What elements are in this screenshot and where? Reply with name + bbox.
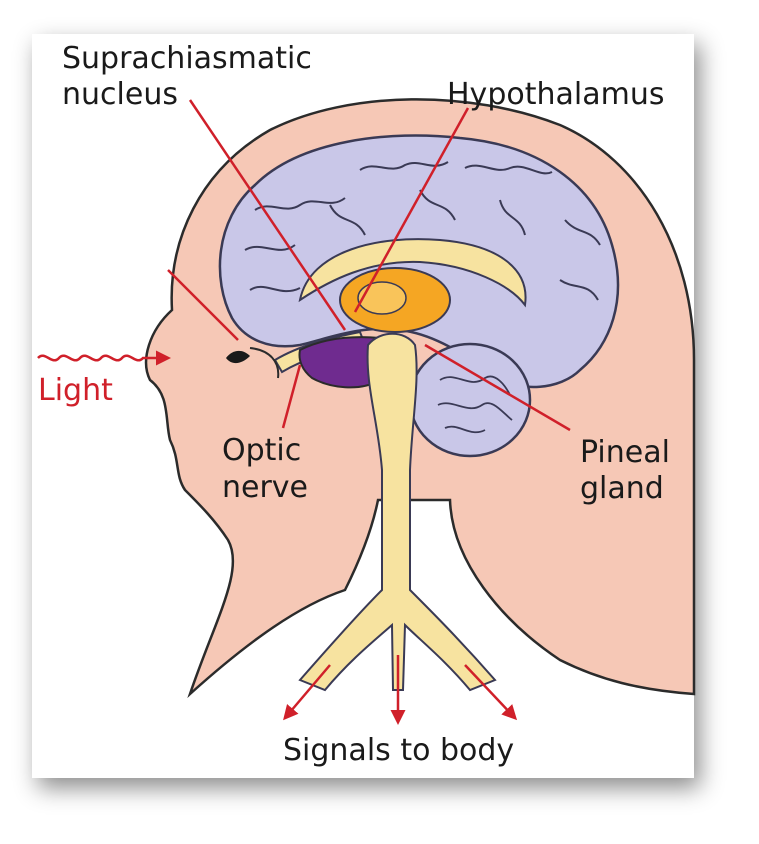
label-pineal-line2: gland [580, 471, 664, 506]
label-scn-line1: Suprachiasmatic [62, 41, 312, 76]
signal-arrow-right [464, 664, 518, 721]
label-optic-line2: nerve [222, 470, 308, 505]
label-hypothalamus: Hypothalamus [447, 77, 664, 112]
light-wave-icon [37, 350, 171, 366]
label-pineal-line1: Pineal [580, 435, 670, 470]
pointer-lines [167, 99, 571, 432]
corpus-callosum [298, 238, 527, 308]
label-scn-line2: nucleus [62, 77, 178, 112]
signal-arrows [283, 655, 518, 725]
cerebellum [408, 342, 532, 458]
label-optic-line1: Optic [222, 433, 301, 468]
signal-arrow-left [283, 664, 331, 721]
hypothalamus-region [357, 281, 407, 315]
label-signals: Signals to body [283, 733, 514, 768]
label-light: Light [38, 373, 113, 408]
cerebellum-folds [437, 375, 513, 434]
spinal-cord [298, 332, 497, 692]
eye-icon [226, 347, 280, 379]
